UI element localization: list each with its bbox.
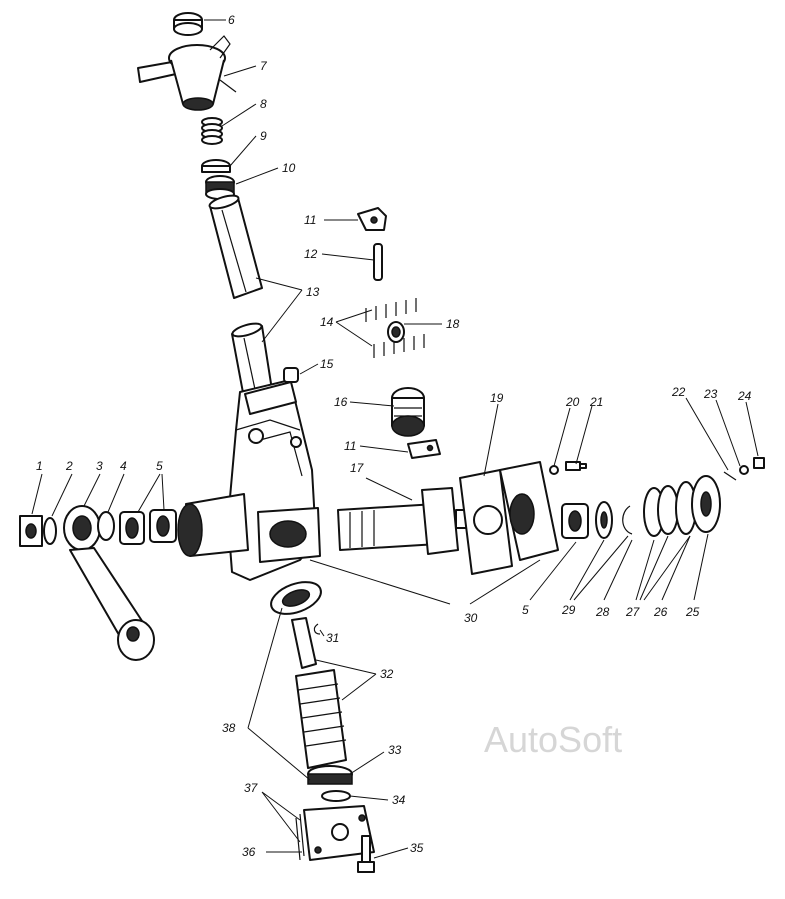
part-4-seal bbox=[97, 511, 115, 541]
part-31-ring bbox=[313, 623, 321, 635]
callout-23: 23 bbox=[703, 387, 718, 401]
part-2-washer bbox=[43, 517, 57, 545]
callout-31: 31 bbox=[326, 631, 339, 645]
part-8-spring bbox=[201, 117, 223, 145]
part-21-screw bbox=[565, 461, 587, 471]
callout-34: 34 bbox=[392, 793, 406, 807]
part-34-ring bbox=[321, 790, 351, 802]
part-32-shaft bbox=[291, 617, 317, 669]
callout-11-upper: 11 bbox=[304, 213, 316, 227]
callout-28: 28 bbox=[595, 605, 610, 619]
part-18-roller-bushing bbox=[387, 321, 405, 343]
part-6-cap bbox=[173, 12, 203, 36]
callout-25: 25 bbox=[685, 605, 700, 619]
callout-labels: 6 7 8 9 10 11 12 13 14 18 15 16 11 17 19… bbox=[36, 13, 752, 859]
part-13-column-tube-upper bbox=[208, 194, 263, 299]
callout-29: 29 bbox=[561, 603, 576, 617]
part-29-washers bbox=[595, 501, 613, 539]
part-32-worm bbox=[295, 669, 347, 769]
callout-14: 14 bbox=[320, 315, 334, 329]
callout-22: 22 bbox=[671, 385, 686, 399]
part-17-sector-shaft bbox=[337, 487, 497, 555]
part-33-bearing bbox=[307, 765, 353, 785]
part-27-shims bbox=[643, 485, 679, 537]
callout-37: 37 bbox=[244, 781, 259, 795]
callout-7: 7 bbox=[260, 59, 268, 73]
part-14-rollers bbox=[365, 298, 425, 358]
callout-6: 6 bbox=[228, 13, 235, 27]
part-15-plug bbox=[283, 367, 299, 383]
callout-2: 2 bbox=[65, 459, 73, 473]
part-10-bearing bbox=[205, 175, 235, 200]
callout-36: 36 bbox=[242, 845, 256, 859]
callout-4: 4 bbox=[120, 459, 127, 473]
part-25-adjusting-nut bbox=[691, 475, 721, 533]
callout-32: 32 bbox=[380, 667, 394, 681]
part-22-23-24-lock-hardware bbox=[723, 457, 765, 481]
callout-30: 30 bbox=[464, 611, 478, 625]
callout-1: 1 bbox=[36, 459, 43, 473]
part-7-column-cup bbox=[137, 35, 237, 111]
callout-10: 10 bbox=[282, 161, 296, 175]
part-28-lock-ring bbox=[622, 505, 633, 535]
part-11-lower-plate bbox=[407, 439, 441, 459]
part-1-nut bbox=[19, 515, 43, 547]
callout-5-left: 5 bbox=[156, 459, 163, 473]
part-9-seat bbox=[201, 159, 231, 173]
callout-18: 18 bbox=[446, 317, 460, 331]
callout-24: 24 bbox=[737, 389, 752, 403]
callout-5-right: 5 bbox=[522, 603, 529, 617]
watermark: AutoSoft bbox=[484, 719, 622, 760]
part-16-roller bbox=[391, 387, 425, 437]
callout-35: 35 bbox=[410, 841, 424, 855]
callout-19: 19 bbox=[490, 391, 504, 405]
callout-20: 20 bbox=[565, 395, 580, 409]
leader-lines bbox=[31, 19, 759, 859]
callout-21: 21 bbox=[589, 395, 603, 409]
part-30-side-cover bbox=[499, 461, 559, 561]
callout-9: 9 bbox=[260, 129, 267, 143]
callout-3: 3 bbox=[96, 459, 103, 473]
callout-26: 26 bbox=[653, 605, 668, 619]
callout-38: 38 bbox=[222, 721, 236, 735]
gear-housing bbox=[177, 379, 321, 581]
callout-8: 8 bbox=[260, 97, 267, 111]
callout-13: 13 bbox=[306, 285, 320, 299]
callout-16: 16 bbox=[334, 395, 348, 409]
callout-27: 27 bbox=[625, 605, 641, 619]
part-38-bearing-ring bbox=[270, 581, 322, 615]
part-12-pin bbox=[373, 243, 383, 281]
callout-15: 15 bbox=[320, 357, 334, 371]
part-3-pitman-arm bbox=[63, 505, 155, 661]
callout-11-lower: 11 bbox=[344, 439, 356, 453]
part-35-bolt bbox=[357, 835, 375, 873]
part-11-upper-plate bbox=[357, 207, 387, 231]
callout-33: 33 bbox=[388, 743, 402, 757]
part-19-gasket bbox=[459, 469, 513, 575]
part-36-lower-cover bbox=[303, 805, 375, 861]
part-20-washer bbox=[549, 465, 559, 475]
part-37-shims bbox=[295, 813, 305, 861]
callout-17: 17 bbox=[350, 461, 365, 475]
callout-12: 12 bbox=[304, 247, 318, 261]
part-5-bushings-left bbox=[119, 509, 177, 545]
part-5-bushing-right bbox=[561, 503, 589, 539]
